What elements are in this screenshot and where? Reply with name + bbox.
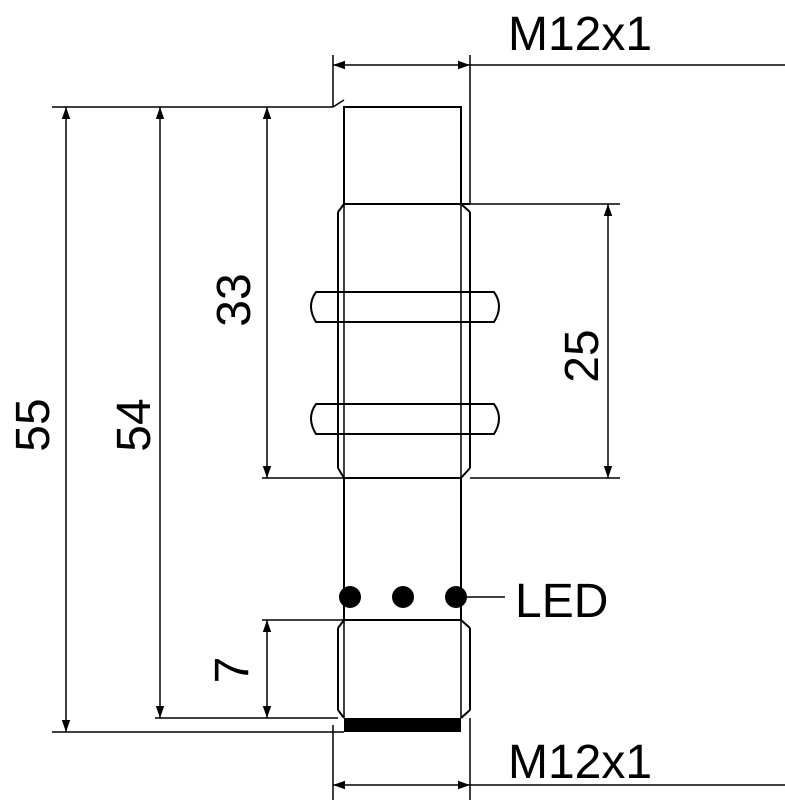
lower-nut <box>310 403 500 435</box>
sensor-body <box>310 106 500 732</box>
dimension-25-label: 25 <box>556 329 609 382</box>
top-thread-label: M12x1 <box>508 8 652 61</box>
bottom-thread-dimension: M12x1 <box>332 718 785 800</box>
led-dot-center <box>392 586 414 608</box>
upper-nut <box>310 291 500 323</box>
connector-thread <box>337 619 471 719</box>
dimension-54-label: 54 <box>108 398 161 451</box>
led-dot-left <box>339 586 361 608</box>
sensor-head <box>343 106 462 205</box>
led-callout: LED <box>467 575 608 628</box>
upper-thread-section <box>337 203 471 479</box>
dimension-55-label: 55 <box>7 398 60 451</box>
dimension-54: 54 <box>108 107 165 718</box>
connector-end-cap <box>344 718 461 732</box>
led-label: LED <box>515 575 608 628</box>
dimension-33: 33 <box>208 107 272 478</box>
dimension-25: 25 <box>556 204 613 478</box>
dimension-55: 55 <box>7 107 71 732</box>
dimension-7: 7 <box>206 620 272 718</box>
top-thread-dimension: M12x1 <box>332 8 785 204</box>
led-dot-right <box>445 586 467 608</box>
dimension-7-label: 7 <box>206 657 259 684</box>
bottom-thread-label: M12x1 <box>508 736 652 789</box>
extension-lines <box>52 99 620 733</box>
dimension-33-label: 33 <box>208 273 261 326</box>
